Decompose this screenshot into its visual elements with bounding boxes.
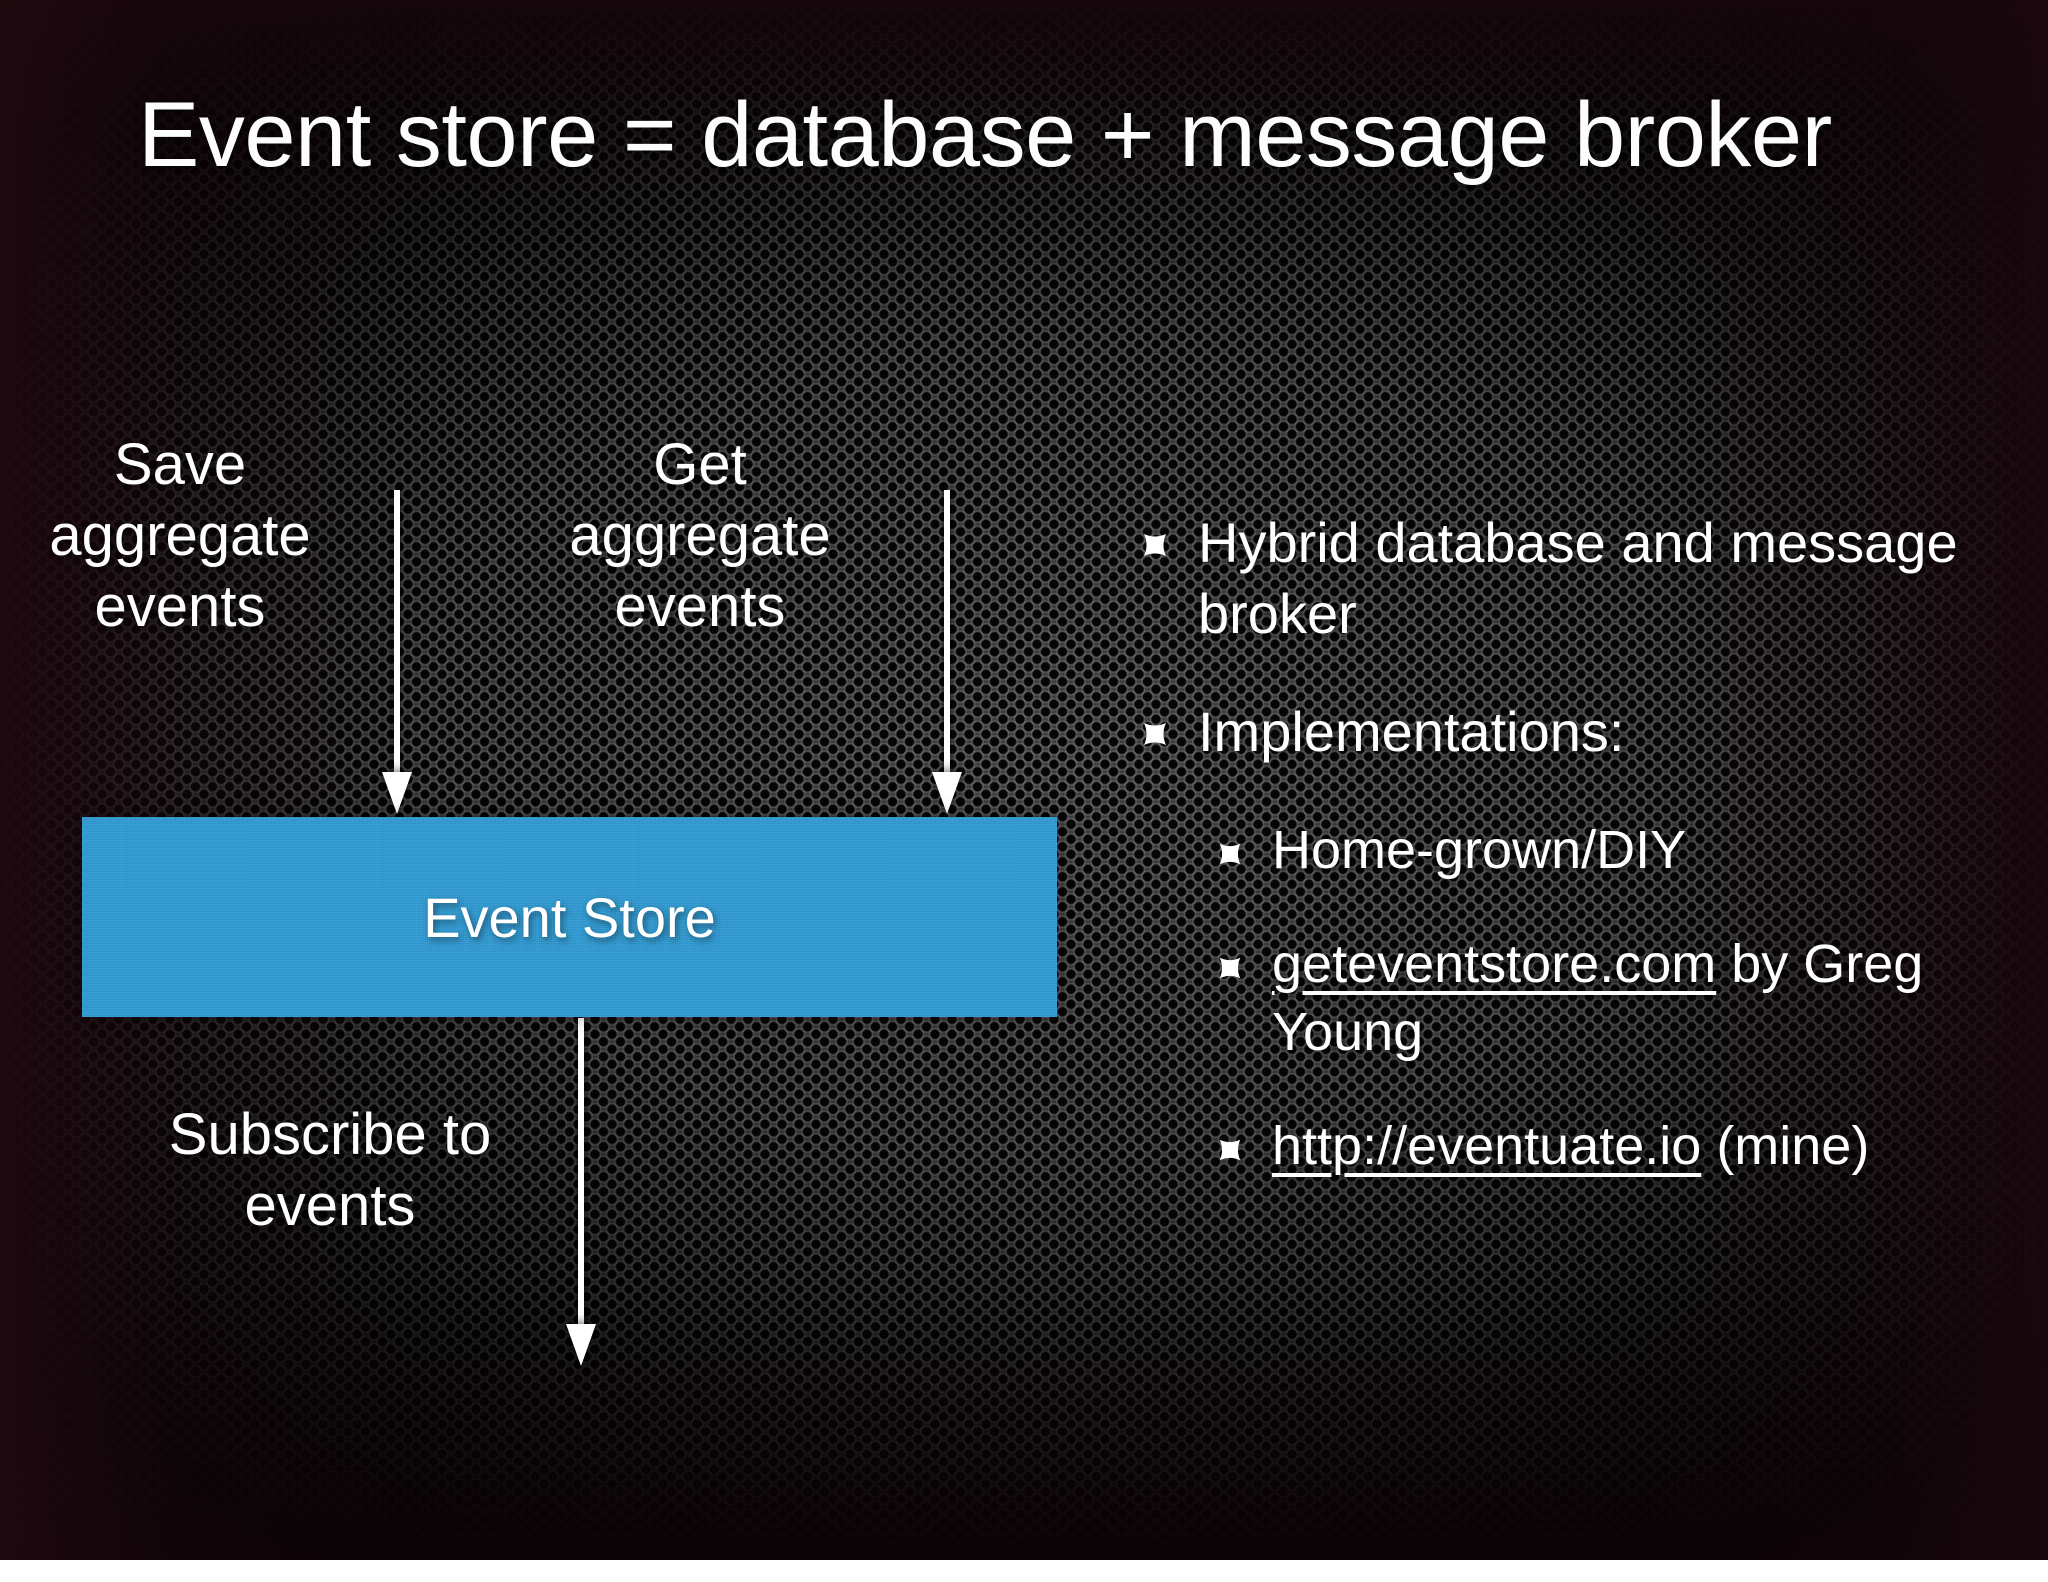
save-arrow-down-icon	[382, 490, 412, 814]
geteventstore-link[interactable]: geteventstore.com	[1272, 933, 1717, 994]
bullet-item-hybrid-database: Hybrid database and message broker	[1140, 508, 1970, 649]
bullet-list: Hybrid database and message broker Imple…	[1140, 508, 1970, 1226]
arrow-head	[566, 1324, 596, 1366]
arrow-shaft	[394, 490, 400, 774]
bullet-text: geteventstore.com by Greg Young	[1272, 930, 1970, 1066]
slide-bottom-strip	[0, 1560, 2048, 1582]
bullet-text: Implementations:	[1198, 700, 1625, 764]
slide-title: Event store = database + message broker	[138, 84, 1832, 186]
diagram-label-subscribe-to-events: Subscribe to events	[168, 1102, 492, 1238]
subscribe-arrow-down-icon	[566, 1018, 596, 1366]
arrow-shaft	[944, 490, 950, 774]
star-bullet-icon	[1216, 1112, 1272, 1164]
bullet-trailing-text: by Greg Young	[1272, 933, 1924, 1062]
bullet-text: Hybrid database and message broker	[1198, 511, 1958, 645]
bullet-text: Home-grown/DIY	[1272, 819, 1687, 880]
diagram-label-save-aggregate-events: Save aggregate events	[49, 432, 311, 639]
star-bullet-icon	[1140, 508, 1198, 560]
star-bullet-icon	[1216, 930, 1272, 982]
bullet-item-home-grown-diy: Home-grown/DIY	[1140, 816, 1970, 884]
get-arrow-down-icon	[932, 490, 962, 814]
star-bullet-icon	[1140, 697, 1198, 749]
arrow-head	[932, 772, 962, 814]
diagram-label-get-aggregate-events: Get aggregate events	[569, 432, 831, 639]
bullet-item-geteventstore: geteventstore.com by Greg Young	[1140, 930, 1970, 1066]
arrow-head	[382, 772, 412, 814]
bullet-item-eventuate: http://eventuate.io (mine)	[1140, 1112, 1970, 1180]
eventuate-link[interactable]: http://eventuate.io	[1272, 1115, 1702, 1176]
arrow-shaft	[578, 1018, 584, 1326]
bullet-item-implementations: Implementations:	[1140, 697, 1970, 768]
star-bullet-icon	[1216, 816, 1272, 868]
bullet-text: http://eventuate.io (mine)	[1272, 1112, 1970, 1180]
event-store-box-label: Event Store	[423, 885, 716, 949]
bullet-trailing-text: (mine)	[1701, 1115, 1870, 1176]
event-store-box: Event Store	[82, 817, 1057, 1017]
